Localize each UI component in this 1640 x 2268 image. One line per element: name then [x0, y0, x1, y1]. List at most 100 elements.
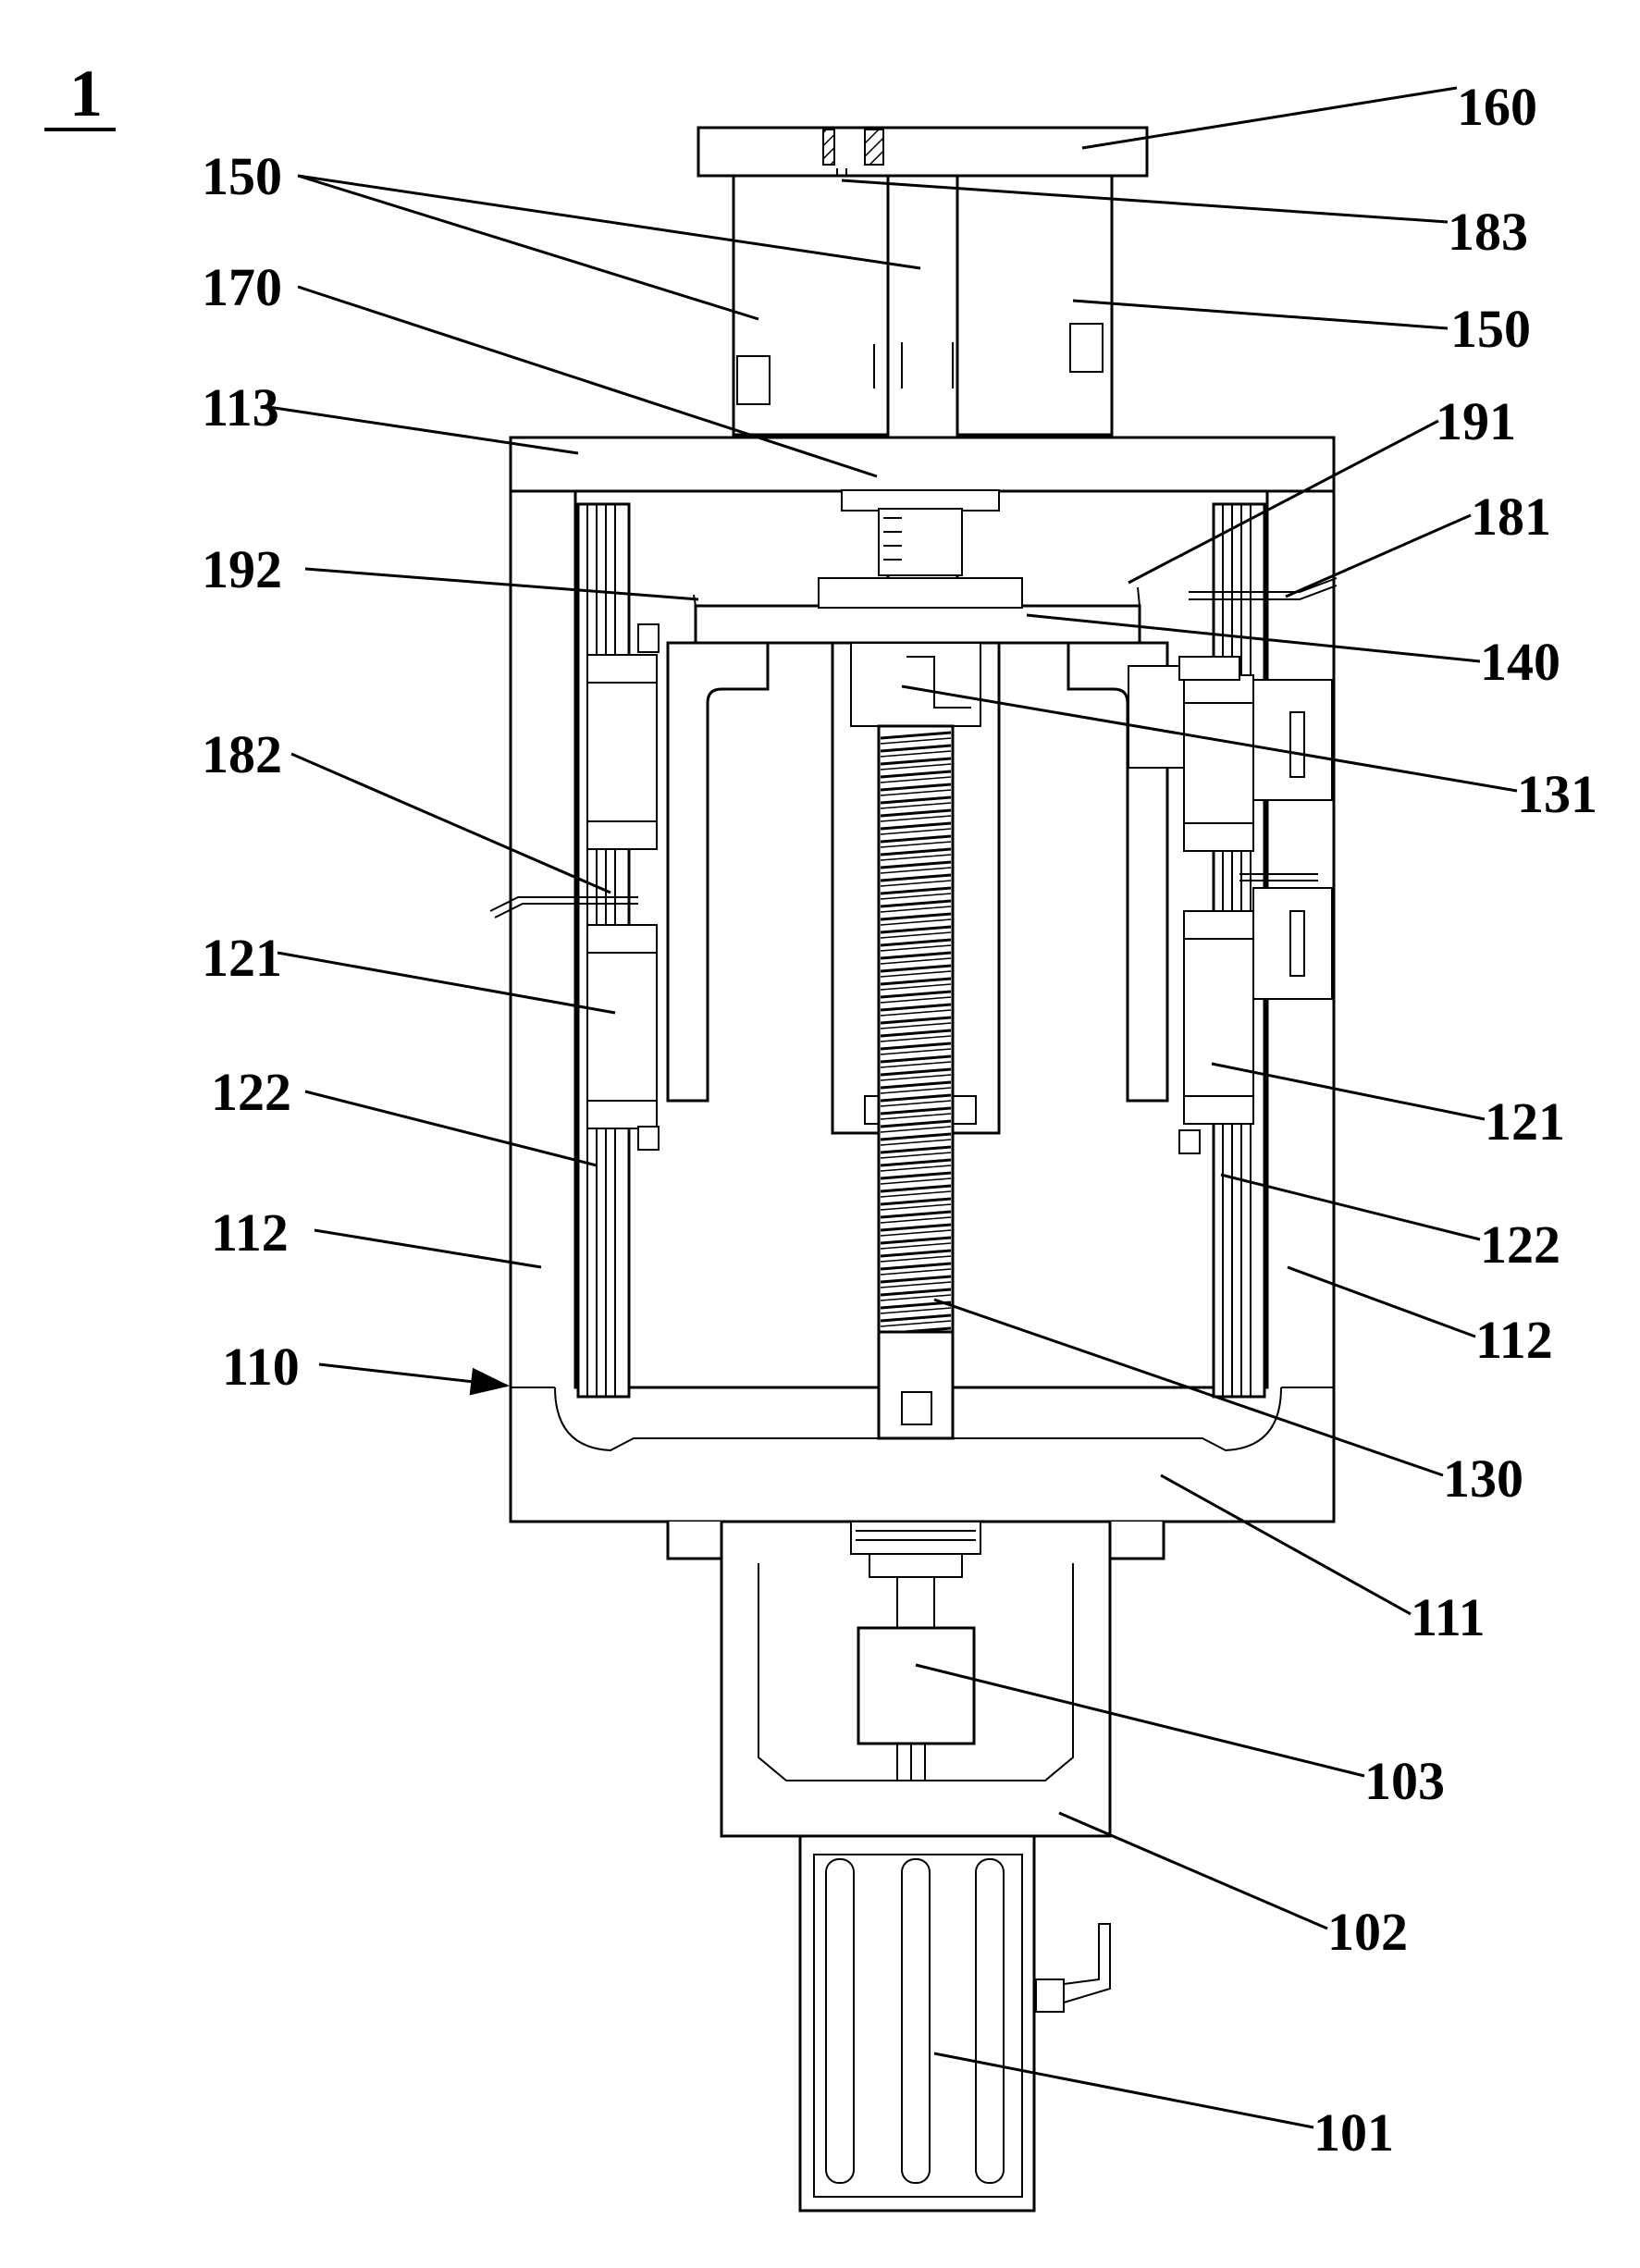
screw-thread: [880, 1042, 952, 1051]
screw-thread: [880, 1016, 952, 1025]
screw-thread: [880, 1275, 952, 1284]
screw-thread: [880, 1210, 952, 1219]
coupling: [857, 1626, 976, 1781]
screw-thread-edge: [880, 1113, 952, 1120]
label-150-left: 150: [202, 146, 282, 206]
screw-thread: [880, 899, 952, 908]
screw-thread: [880, 964, 952, 973]
leader-lines: [267, 86, 1518, 2129]
screw-thread-edge: [880, 763, 952, 770]
screw-thread-edge: [880, 1152, 952, 1159]
screw-thread-edge: [880, 1216, 952, 1224]
screw-thread-edge: [880, 1009, 952, 1017]
screw-thread: [880, 860, 952, 869]
screw-thread-edge: [880, 983, 952, 991]
screw-thread-edge: [880, 1100, 952, 1107]
screw-thread: [880, 1288, 952, 1297]
screw-thread: [880, 951, 952, 960]
screw-thread-edge: [880, 1048, 952, 1055]
screw-thread-edge: [880, 906, 952, 913]
screw-thread: [880, 744, 952, 753]
lead-screw: [877, 724, 955, 1440]
screw-thread: [880, 834, 952, 844]
screw-thread: [880, 795, 952, 805]
screw-thread: [880, 1145, 952, 1154]
screw-thread-edge: [880, 1165, 952, 1172]
screw-thread-edge: [880, 750, 952, 758]
screw-thread-edge: [880, 841, 952, 848]
sliders: [586, 623, 1254, 1154]
screw-thread: [880, 977, 952, 986]
label-122-right: 122: [1480, 1214, 1560, 1275]
screw-thread: [880, 1158, 952, 1167]
label-130: 130: [1443, 1448, 1523, 1509]
label-113: 113: [202, 377, 279, 438]
label-131: 131: [1517, 764, 1597, 824]
screw-thread-edge: [880, 867, 952, 874]
label-183: 183: [1448, 202, 1528, 262]
screw-thread-edge: [880, 1087, 952, 1094]
screw-thread: [880, 1184, 952, 1193]
screw-thread: [880, 1249, 952, 1258]
screw-thread: [880, 783, 952, 792]
screw-thread-edge: [880, 1074, 952, 1081]
screw-thread-edge: [880, 931, 952, 939]
screw-thread: [880, 1300, 952, 1310]
screw-thread: [880, 821, 952, 831]
screw-thread: [880, 873, 952, 882]
screw-thread-edge: [880, 1255, 952, 1263]
screw-thread: [880, 1119, 952, 1128]
screw-thread-edge: [880, 944, 952, 952]
label-191: 191: [1436, 391, 1516, 451]
screw-thread: [880, 1313, 952, 1323]
screw-thread-edge: [880, 1126, 952, 1133]
label-121-right: 121: [1485, 1091, 1565, 1152]
label-181: 181: [1471, 487, 1551, 547]
screw-thread-edge: [880, 1320, 952, 1327]
screw-thread: [880, 770, 952, 779]
lift-carriage: [666, 641, 1240, 1103]
screw-thread: [880, 847, 952, 857]
screw-thread: [880, 1093, 952, 1103]
label-101: 101: [1313, 2102, 1394, 2163]
screw-thread: [880, 1003, 952, 1012]
screw-thread-edge: [880, 1190, 952, 1198]
frame-housing: [509, 489, 1336, 1560]
screw-thread: [880, 1197, 952, 1206]
label-170: 170: [202, 257, 282, 317]
reference-labels: 160 150 183 150 170 113 191 181 192 140 …: [202, 77, 1597, 2163]
frame-upper-plate: [509, 436, 1336, 493]
label-150-right: 150: [1450, 299, 1531, 359]
screw-thread: [880, 1054, 952, 1064]
screw-thread: [880, 1132, 952, 1141]
screw-thread-edge: [880, 1229, 952, 1237]
screw-thread: [880, 912, 952, 921]
screw-thread: [880, 1029, 952, 1038]
screw-thread: [880, 1236, 952, 1245]
screw-thread: [880, 808, 952, 818]
lift-plate: [694, 489, 1141, 645]
screw-thread-edge: [880, 1022, 952, 1029]
motor: [798, 1834, 1111, 2213]
screw-thread-edge: [880, 996, 952, 1004]
screw-thread-edge: [880, 854, 952, 861]
screw-thread: [880, 1080, 952, 1090]
screw-thread-edge: [880, 1035, 952, 1042]
screw-thread-edge: [880, 970, 952, 978]
sensors: [489, 577, 1338, 1000]
figure-number: 1: [44, 56, 116, 131]
screw-thread-edge: [880, 1294, 952, 1301]
screw-thread-edge: [880, 1061, 952, 1068]
screw-thread: [880, 886, 952, 895]
label-112-left: 112: [211, 1202, 289, 1263]
label-121-left: 121: [202, 928, 282, 988]
screw-thread-edge: [880, 737, 952, 745]
screw-thread-edge: [880, 1242, 952, 1250]
screw-thread: [880, 990, 952, 999]
screw-thread: [880, 1171, 952, 1180]
label-160: 160: [1457, 77, 1537, 137]
label-122-left: 122: [211, 1062, 291, 1122]
label-140: 140: [1480, 632, 1560, 692]
screw-thread-edge: [880, 1139, 952, 1146]
